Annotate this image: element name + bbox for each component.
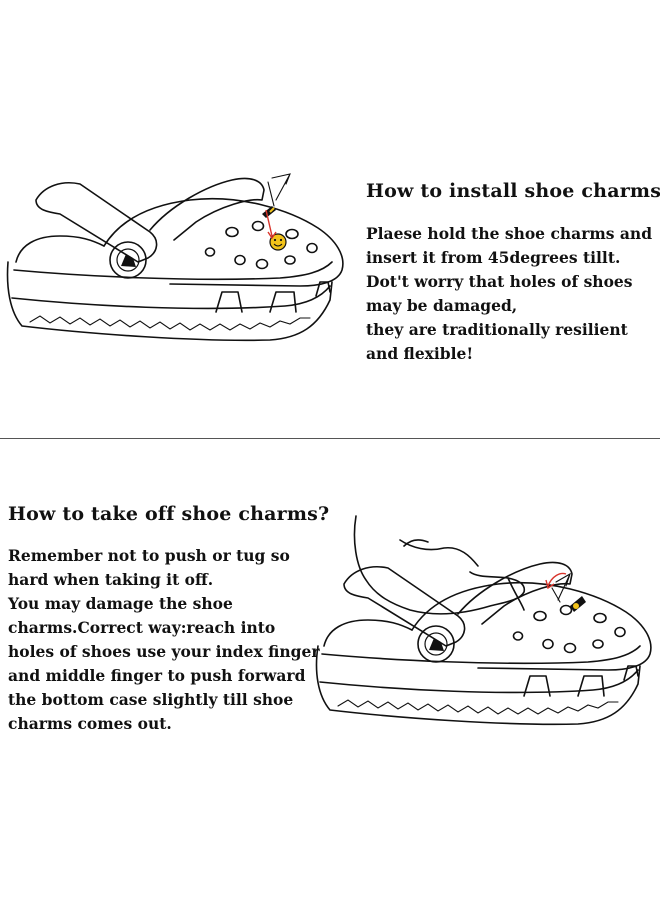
takeoff-line: charms.Correct way:reach into [8,618,276,637]
takeoff-line: and middle finger to push forward [8,666,306,685]
install-instructions: Plaese hold the shoe charms and insert i… [366,222,652,366]
takeoff-line: charms comes out. [8,714,172,733]
takeoff-instructions: Remember not to push or tug so hard when… [8,544,320,736]
takeoff-line: hard when taking it off. [8,570,214,589]
takeoff-line: holes of shoes use your index finger [8,642,320,661]
install-line: may be damaged, [366,296,518,315]
takeoff-line: the bottom case slightly till shoe [8,690,294,709]
takeoff-line: You may damage the shoe [8,594,233,613]
install-line: insert it from 45degrees tillt. [366,248,621,267]
section-divider [0,438,660,439]
takeoff-line: Remember not to push or tug so [8,546,290,565]
install-line: and flexible! [366,344,474,363]
install-title: How to install shoe charms? [366,180,660,202]
takeoff-title: How to take off shoe charms? [8,503,330,525]
install-line: they are traditionally resilient [366,320,628,339]
install-line: Plaese hold the shoe charms and [366,224,653,243]
install-line: Dot't worry that holes of shoes [366,272,633,291]
